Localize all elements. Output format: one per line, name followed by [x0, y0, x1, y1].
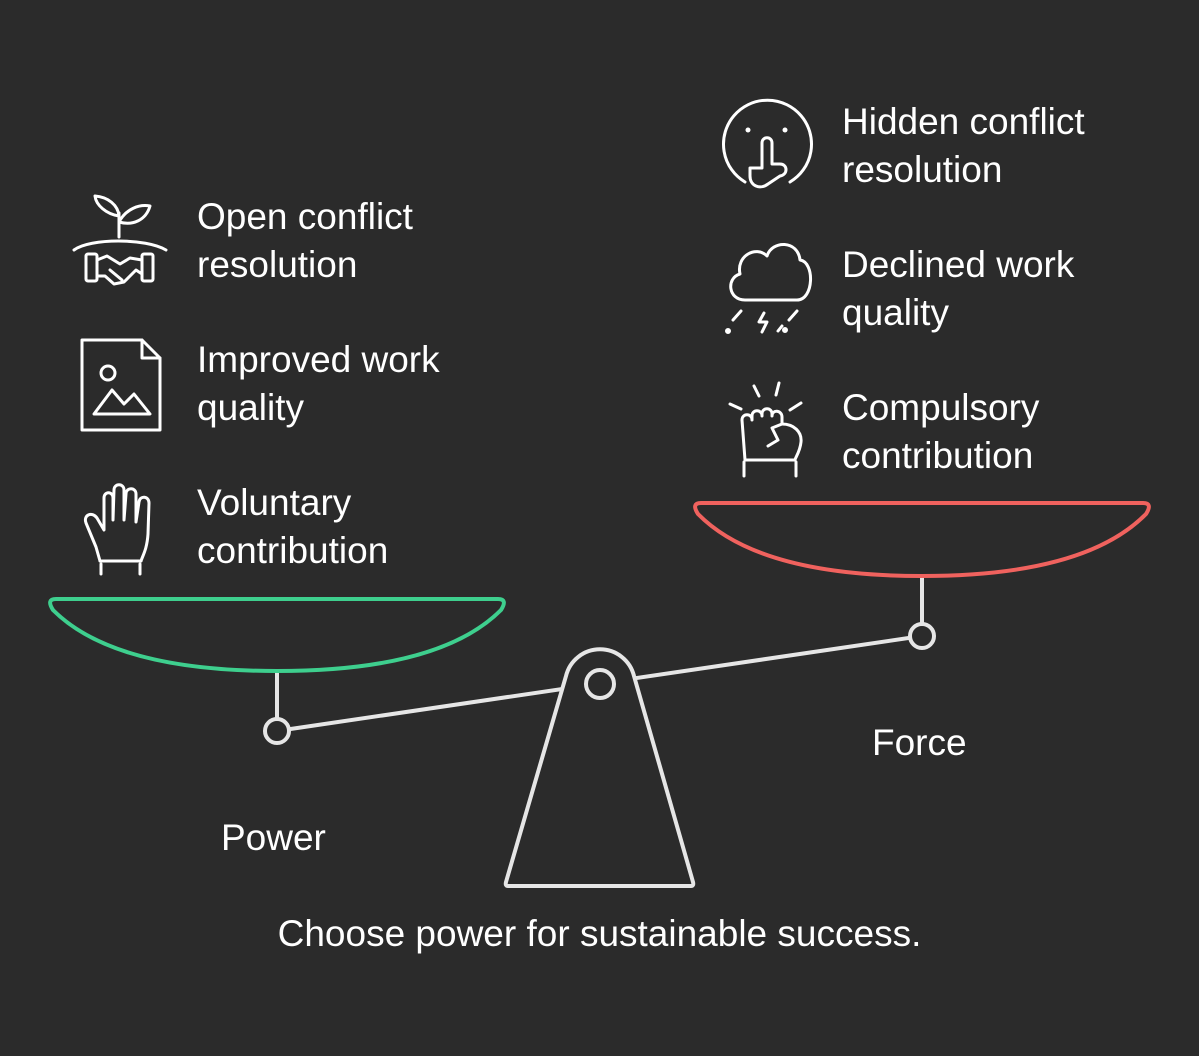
- plant-handshake-icon: [72, 194, 168, 286]
- power-label: Power: [221, 817, 326, 858]
- force-item-3-label: Compulsory contribution: [842, 387, 1040, 476]
- fulcrum-pivot: [584, 668, 616, 700]
- caption: Choose power for sustainable success.: [277, 913, 922, 954]
- fulcrum: [503, 647, 696, 888]
- power-item-1-label: Open conflict resolution: [197, 196, 413, 285]
- force-item-2-label: Declined work quality: [842, 244, 1075, 333]
- shush-face-icon: [722, 98, 813, 189]
- power-item-3-label: Voluntary contribution: [197, 482, 389, 571]
- image-file-icon: [80, 338, 162, 432]
- raised-hand-icon: [83, 483, 151, 576]
- right-pivot: [908, 622, 936, 650]
- force-label: Force: [872, 722, 967, 763]
- power-item-2-label: Improved work quality: [197, 339, 440, 428]
- raised-fist-icon: [728, 381, 803, 478]
- left-pan: [48, 597, 506, 673]
- left-pivot: [263, 717, 291, 745]
- storm-cloud-icon: [725, 243, 813, 334]
- force-item-1-label: Hidden conflict resolution: [842, 101, 1085, 190]
- right-pan: [693, 501, 1151, 578]
